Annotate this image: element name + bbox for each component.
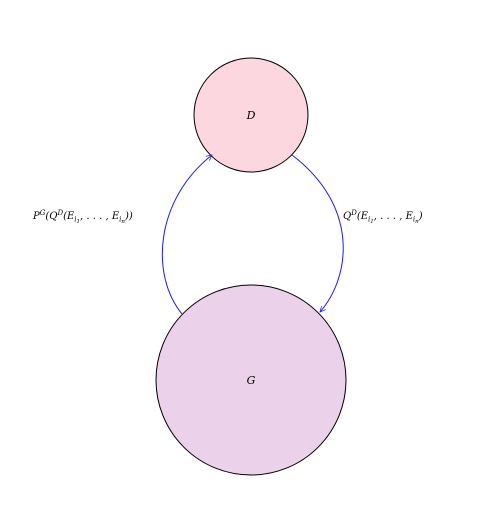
- edge-g-to-d: [161, 155, 212, 315]
- node-g: G: [155, 284, 347, 476]
- edge-d-to-g: [291, 154, 344, 312]
- node-d-label: D: [246, 109, 256, 122]
- node-d-circle: [193, 57, 309, 173]
- node-g-circle: [155, 284, 347, 476]
- edge-d-to-g-label: QD(Ei1, . . . , Ein): [343, 209, 423, 225]
- edge-g-to-d-label: PG(QD(Ei1, . . . , Ein)): [32, 209, 133, 225]
- node-g-label: G: [247, 374, 256, 387]
- node-d: D: [193, 57, 309, 173]
